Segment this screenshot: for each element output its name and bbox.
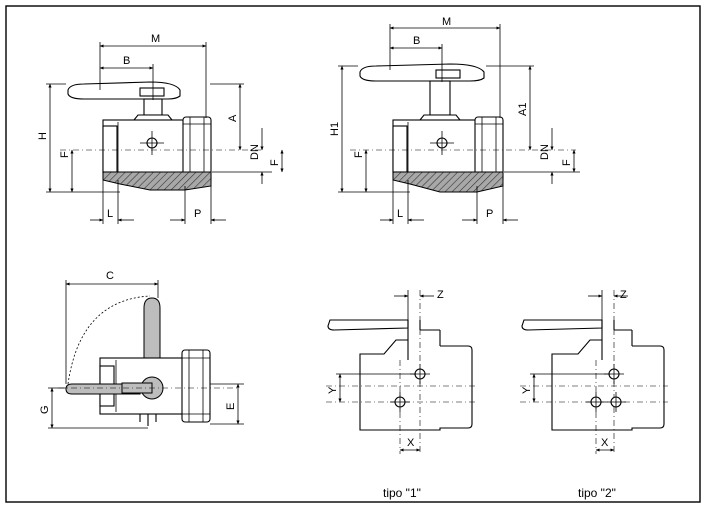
dim-F-right-label: F [269,159,281,166]
dim-DN-label-2: DN [539,144,551,160]
dim-E-label: E [225,403,237,410]
dim-M-label-2: M [442,16,451,28]
dim-B-label: B [123,55,130,67]
dim-Y-label-2: Y [521,386,533,394]
view-side-extended: M B H1 A1 F DN F L P [329,16,580,224]
dim-Z-label: Z [437,289,444,301]
dim-Y-label: Y [327,386,339,394]
dim-F-left-label: F [59,151,71,158]
view-type-2: Z Y X tipo "2" [520,289,668,500]
dim-F-right-label-2: F [561,159,573,166]
drawing-border [5,5,701,503]
view-type-1: Z Y X tipo "1" [326,289,476,500]
dim-P-label-2: P [486,208,493,220]
dim-L-label: L [107,208,113,220]
dim-B-label-2: B [413,35,420,47]
view-plan: C G E [39,270,244,429]
dim-P-label: P [194,208,201,220]
dim-M-label: M [151,33,160,45]
dim-DN-label: DN [249,144,261,160]
dim-A-label: A [227,114,239,122]
dim-F-left-label-2: F [353,151,365,158]
caption-type-2: tipo "2" [578,486,616,500]
dim-X-label: X [407,437,415,449]
dim-L-label-2: L [397,208,403,220]
dim-G-label: G [39,405,51,414]
dim-X-label-2: X [601,437,609,449]
dim-H-label: H [37,132,49,140]
dim-H1-label: H1 [329,122,341,136]
dim-A1-label: A1 [517,103,529,116]
caption-type-1: tipo "1" [383,486,421,500]
dim-C-label: C [106,270,114,282]
dim-Z-label-2: Z [620,289,627,301]
view-side-standard: M B H A F DN F L P [37,33,284,224]
